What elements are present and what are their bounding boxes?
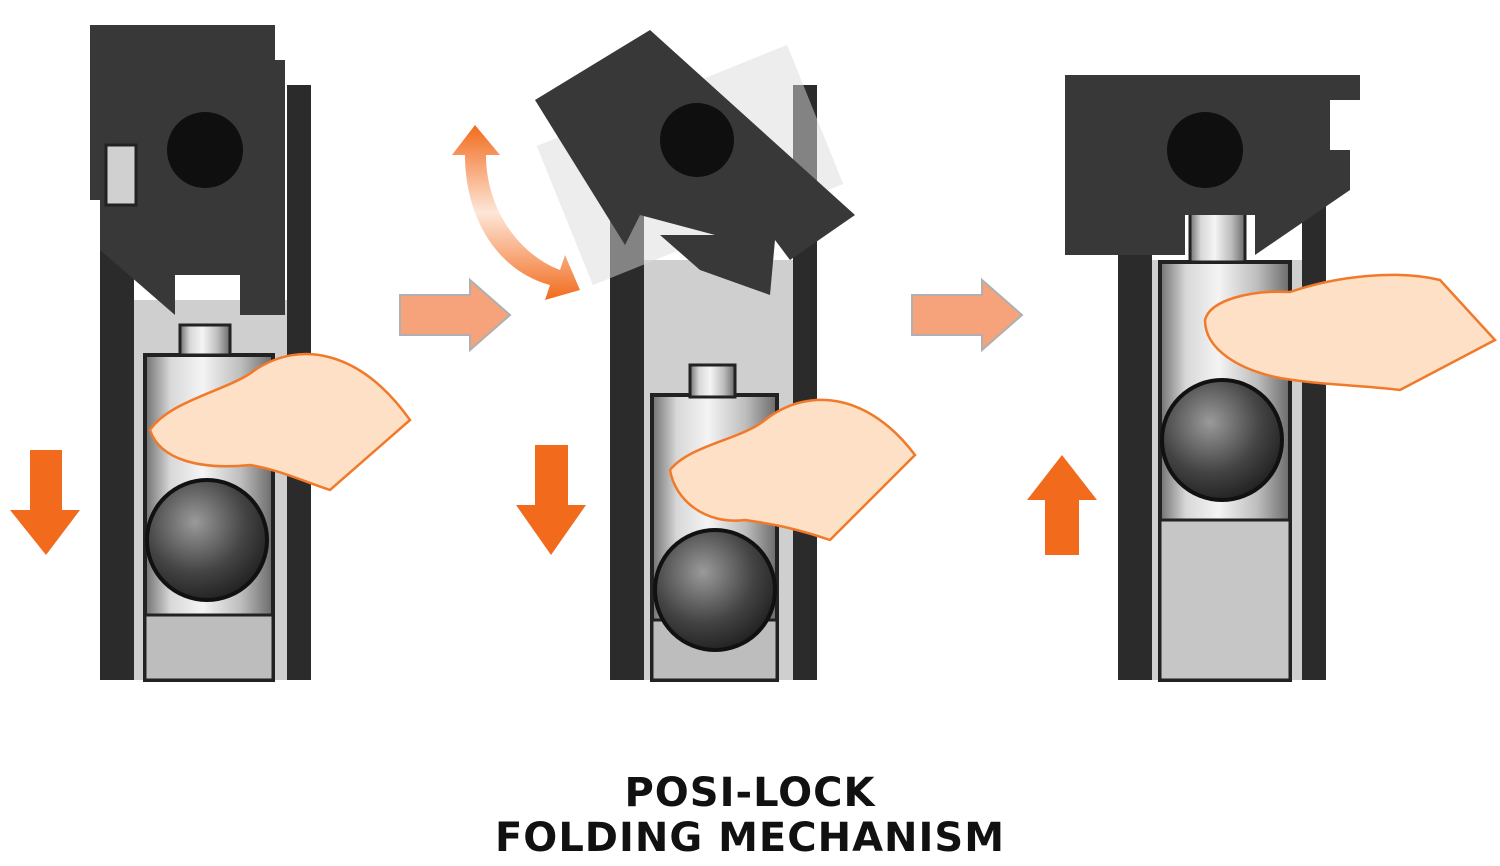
plunger-pin: [1188, 210, 1247, 264]
arrow-down-icon: [516, 445, 586, 555]
finger-icon: [1203, 273, 1498, 392]
lock-ball: [653, 528, 777, 652]
stage-locked: [10, 25, 412, 682]
plunger-pin: [178, 323, 232, 357]
pin-hole-icon: [1167, 112, 1243, 188]
pin-hole-icon: [167, 112, 243, 188]
finger-icon: [668, 398, 917, 542]
arrow-down-icon: [10, 450, 80, 555]
stage-folding: [516, 30, 917, 682]
posi-lock-diagram: [10, 25, 1498, 682]
caption-subtitle: FOLDING MECHANISM: [494, 815, 1006, 861]
curved-double-arrow-icon: [452, 125, 580, 300]
frame-left-rail: [610, 205, 644, 680]
frame-left-rail: [1118, 250, 1152, 680]
plunger-pin: [688, 363, 737, 399]
lock-ball: [1160, 378, 1284, 502]
arrow-right-icon: [911, 277, 1024, 353]
frame-right-rail: [1302, 170, 1326, 680]
finger-icon: [148, 352, 412, 492]
pin-hole-icon: [660, 103, 734, 177]
arrow-right-icon: [399, 277, 512, 353]
arrow-up-icon: [1027, 455, 1097, 555]
caption-title: POSI-LOCK: [624, 770, 876, 816]
lock-ball: [145, 478, 269, 602]
stage-unlocked: [1027, 75, 1498, 682]
